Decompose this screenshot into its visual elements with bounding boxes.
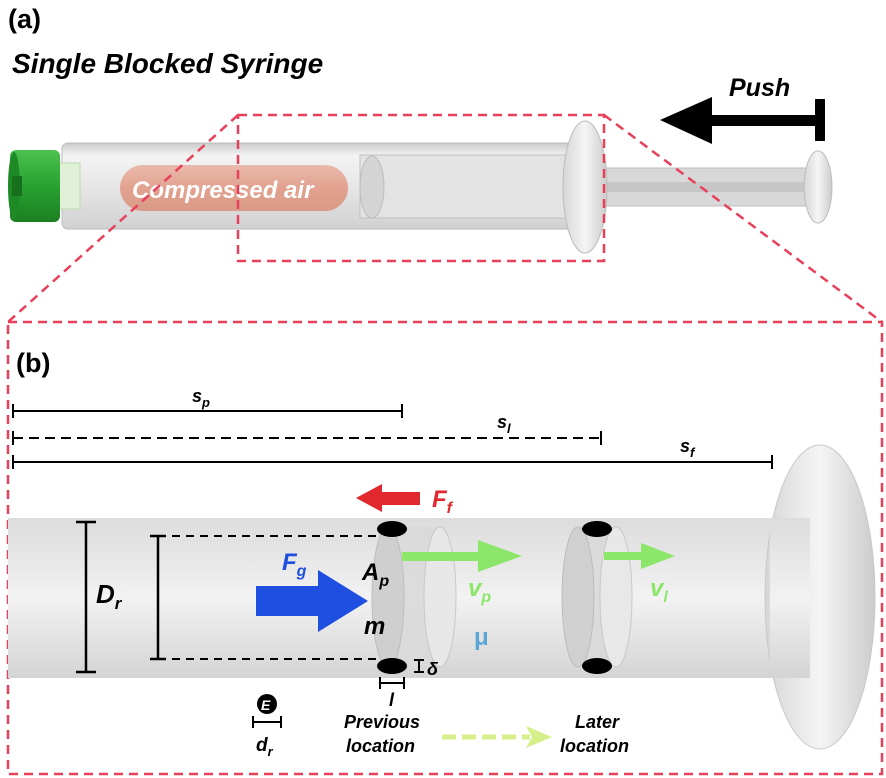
sl-label: sl: [497, 412, 511, 436]
push-label: Push: [729, 74, 790, 102]
l-label: l: [389, 690, 395, 710]
e-symbol: [252, 694, 282, 728]
panel-b-label: (b): [16, 348, 50, 378]
sl-measure: [12, 431, 602, 445]
mu-label: μ: [474, 624, 489, 651]
bore-dashed-lines: [158, 535, 380, 660]
green-cap: [10, 150, 60, 222]
friction-force-arrow: [356, 484, 420, 512]
dr-small-label: dr: [256, 735, 274, 759]
push-arrow: [660, 97, 825, 144]
delta-measure: [414, 659, 424, 673]
zoom-frame: [6, 113, 884, 776]
compressed-air-region: [120, 165, 348, 211]
syringe-b: [8, 444, 876, 750]
sf-measure: [12, 455, 773, 469]
path-dashed-arrow: [442, 726, 552, 748]
later-location-line1: Later: [575, 712, 620, 732]
sp-label: sp: [192, 386, 210, 410]
syringe-a: [8, 120, 833, 254]
e-label: E: [261, 697, 271, 713]
previous-location-line1: Previous: [344, 712, 420, 732]
gas-force-arrow: [256, 570, 368, 632]
l-measure: [379, 677, 405, 689]
later-location-line2: location: [560, 736, 629, 756]
panel-a-title: Single Blocked Syringe: [12, 48, 323, 79]
previous-location-line2: location: [346, 736, 415, 756]
compressed-air-label: Compressed air: [132, 177, 315, 204]
later-velocity-arrow: [604, 543, 675, 569]
fg-label: Fg: [282, 549, 307, 580]
dr-label: Dr: [96, 579, 123, 613]
sp-measure: [12, 404, 403, 418]
plunger-velocity-arrow: [402, 540, 522, 572]
vp-label: vp: [468, 575, 491, 606]
vl-label: vl: [650, 575, 668, 606]
sf-label: sf: [680, 436, 696, 460]
ff-label: Ff: [432, 486, 454, 517]
panel-a-label: (a): [8, 4, 41, 34]
ap-label: Ap: [361, 559, 389, 590]
delta-label: δ: [427, 659, 439, 679]
m-label: m: [364, 613, 385, 640]
